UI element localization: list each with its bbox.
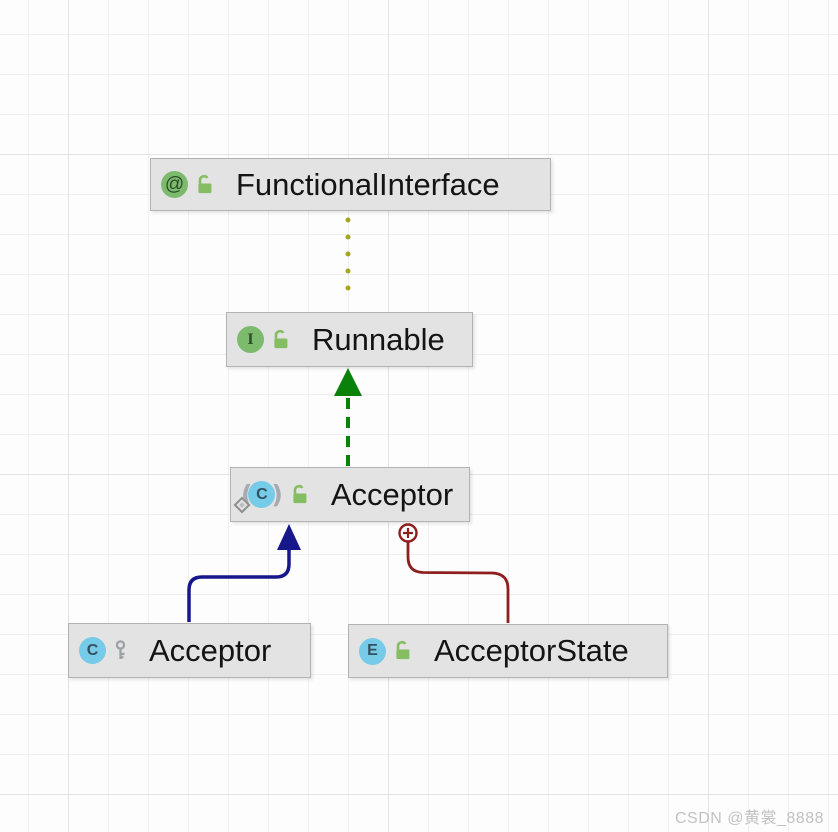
node-runnable[interactable]: I Runnable xyxy=(226,312,473,367)
public-lock-icon xyxy=(290,484,310,506)
node-acceptor-local[interactable]: C Acceptor xyxy=(68,623,311,678)
node-icons: ( C ) xyxy=(231,480,310,514)
anonymous-class-icon: ( C ) xyxy=(233,480,283,514)
package-local-key-icon xyxy=(113,639,128,663)
node-label: Acceptor xyxy=(330,476,454,512)
annotation-icon: @ xyxy=(161,171,188,198)
edge-implements[interactable] xyxy=(334,368,362,466)
node-icons: C xyxy=(69,637,128,664)
edge-inner-class[interactable] xyxy=(398,523,510,624)
class-icon: C xyxy=(248,481,276,508)
class-icon: C xyxy=(79,637,106,664)
enum-icon: E xyxy=(359,637,386,665)
plus-glyph xyxy=(403,528,413,538)
node-label: Acceptor xyxy=(149,632,272,668)
node-functional-interface[interactable]: @ FunctionalInterface xyxy=(150,158,551,211)
close-paren-glyph: ) xyxy=(271,480,283,509)
node-acceptor-state[interactable]: E AcceptorState xyxy=(348,624,668,678)
node-icons: I xyxy=(227,326,291,353)
node-label: FunctionalInterface xyxy=(236,166,500,202)
node-icons: @ xyxy=(151,171,215,198)
extends-arrowhead xyxy=(277,524,301,550)
csdn-watermark: CSDN @黄裳_8888 xyxy=(674,810,824,827)
implements-arrowhead xyxy=(334,368,362,396)
node-label: Runnable xyxy=(312,321,445,357)
public-lock-icon xyxy=(393,640,413,662)
open-paren-glyph: ( xyxy=(241,480,253,509)
node-label: AcceptorState xyxy=(434,633,629,668)
interface-icon: I xyxy=(237,326,264,353)
node-icons: E xyxy=(349,637,413,665)
node-acceptor-main[interactable]: ( C ) Acceptor xyxy=(230,467,470,522)
public-lock-icon xyxy=(195,174,215,196)
edge-extends[interactable] xyxy=(187,524,301,622)
public-lock-icon xyxy=(271,329,291,351)
